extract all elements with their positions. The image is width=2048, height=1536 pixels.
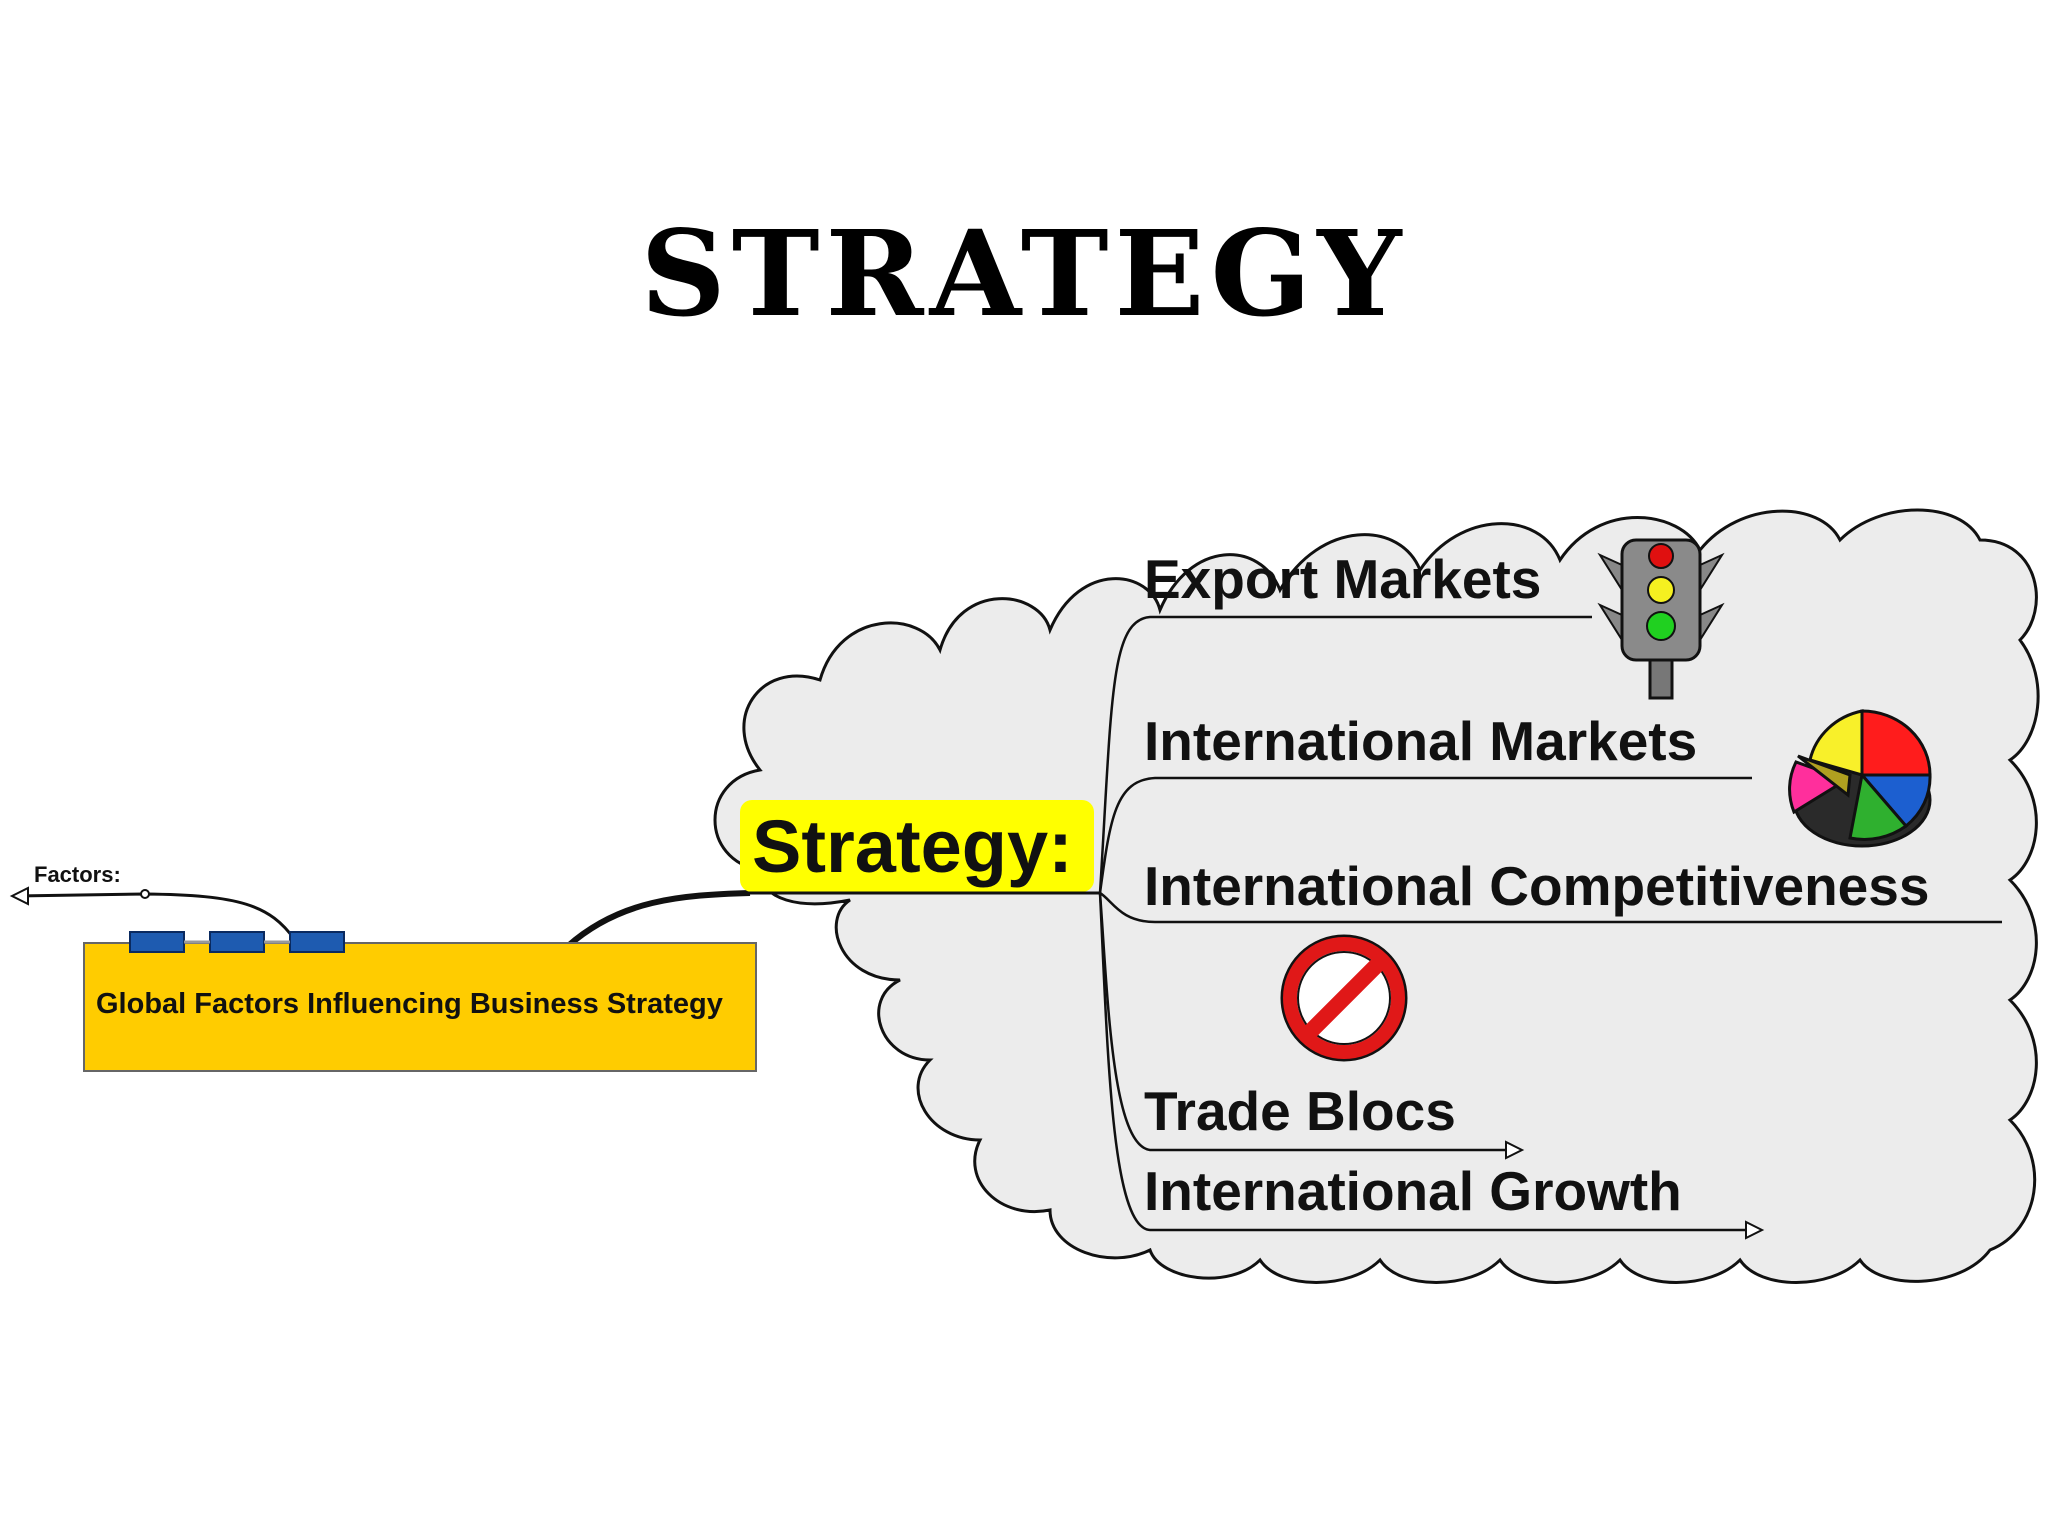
left-node-box[interactable] bbox=[83, 942, 757, 1072]
tab-marker-1 bbox=[129, 931, 185, 953]
branch-line-export-markets bbox=[1098, 615, 1592, 894]
branch-line-international-competitiveness bbox=[1099, 891, 2002, 924]
branch-lines bbox=[1098, 615, 2002, 1232]
branch-label-international-competitiveness[interactable]: International Competitiveness bbox=[1144, 855, 1929, 917]
pie-chart-icon bbox=[1788, 709, 1932, 848]
tab-marker-3 bbox=[289, 931, 345, 953]
no-entry-icon bbox=[1280, 934, 1408, 1062]
branch-label-trade-blocs[interactable]: Trade Blocs bbox=[1144, 1080, 1456, 1142]
international-growth-arrowhead bbox=[1745, 1220, 1765, 1240]
tab-marker-2 bbox=[209, 931, 265, 953]
traffic-light-icon bbox=[1597, 538, 1725, 700]
factors-link-label: Factors: bbox=[34, 862, 121, 887]
main-connector bbox=[566, 890, 751, 949]
branch-label-export-markets[interactable]: Export Markets bbox=[1144, 548, 1541, 610]
branch-line-international-markets bbox=[1098, 776, 1752, 894]
left-node-label: Global Factors Influencing Business Stra… bbox=[96, 988, 723, 1020]
cloud-boundary bbox=[713, 508, 2040, 1284]
branch-line-international-growth bbox=[1098, 892, 1748, 1232]
branch-label-international-markets[interactable]: International Markets bbox=[1144, 710, 1697, 772]
slide-title: STRATEGY bbox=[640, 204, 1408, 343]
trade-blocs-arrowhead bbox=[1505, 1140, 1525, 1160]
branch-label-international-growth[interactable]: International Growth bbox=[1144, 1160, 1682, 1222]
central-node-box[interactable] bbox=[740, 800, 1094, 892]
factors-link-joint bbox=[140, 889, 150, 899]
factors-link-line bbox=[15, 892, 297, 941]
factors-arrowhead bbox=[9, 886, 29, 906]
central-node-label: Strategy: bbox=[752, 805, 1073, 888]
